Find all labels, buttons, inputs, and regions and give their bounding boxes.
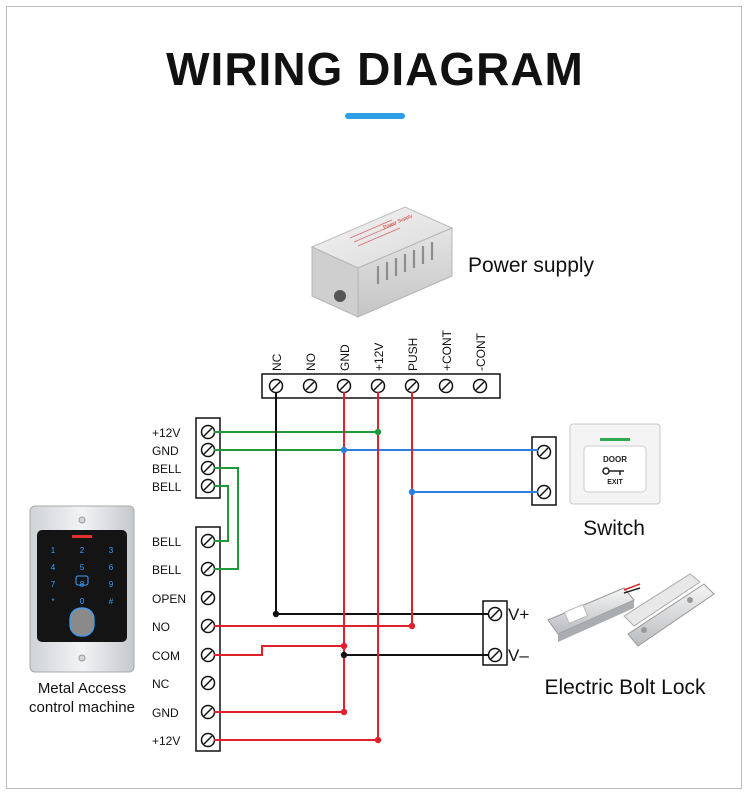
ctrl-upper-gnd: GND [152, 444, 179, 458]
wire-red-push-no [214, 392, 413, 627]
title-underline [345, 113, 405, 119]
switch-label: Switch [583, 517, 645, 540]
key-star: * [51, 597, 54, 606]
fingerprint-sensor [69, 607, 95, 637]
ctrl-lower-12v: +12V [152, 734, 180, 748]
ps-terminal-cont-minus: -CONT [474, 332, 488, 371]
ps-terminal-cont-plus: +CONT [440, 329, 454, 371]
ctrl-lower-nc: NC [152, 677, 170, 691]
key-5: 5 [80, 563, 85, 572]
power-supply-image: Power Supply [310, 206, 454, 318]
lock-terminal-vminus: V– [508, 646, 529, 665]
switch-terminal-block [531, 436, 557, 506]
ctrl-upper-bell-1: BELL [152, 462, 182, 476]
exit-switch-image: DOOR EXIT [569, 423, 661, 505]
lock-label: Electric Bolt Lock [544, 676, 706, 699]
lock-terminal-vplus: V+ [508, 605, 529, 624]
ctrl-upper-12v: +12V [152, 426, 180, 440]
key-9: 9 [109, 580, 114, 589]
page-title: WIRING DIAGRAM [166, 43, 584, 95]
access-controller-image: 1 2 3 4 5 6 7 8 9 * # 0 [29, 505, 135, 673]
key-icon [602, 467, 624, 475]
power-supply-terminal-block [261, 373, 501, 399]
ctrl-lower-gnd: GND [152, 706, 179, 720]
ctrl-upper-bell-2: BELL [152, 480, 182, 494]
ctrl-lower-bell-2: BELL [152, 563, 182, 577]
key-7: 7 [51, 580, 56, 589]
ps-terminal-12v: +12V [372, 343, 386, 371]
key-2: 2 [80, 546, 85, 555]
exit-switch-exit-text: EXIT [607, 479, 623, 486]
wires [214, 392, 538, 741]
controller-lower-terminal-block [195, 526, 221, 752]
wire-junctions [272, 428, 416, 744]
ctrl-lower-no: NO [152, 620, 170, 634]
wire-red-com [214, 645, 344, 656]
key-hash: # [109, 597, 114, 606]
ps-terminal-gnd: GND [338, 344, 352, 371]
key-6: 6 [109, 563, 114, 572]
ctrl-lower-open: OPEN [152, 592, 186, 606]
controller-label-line1: Metal Access [38, 680, 126, 697]
wire-red-gnd [214, 392, 345, 713]
magnetic-lock-image [547, 573, 715, 647]
exit-switch-door-text: DOOR [603, 455, 627, 464]
ctrl-lower-com: COM [152, 649, 180, 663]
power-supply-label: Power supply [468, 254, 595, 277]
key-1: 1 [51, 546, 56, 555]
ctrl-lower-bell-1: BELL [152, 535, 182, 549]
key-0: 0 [80, 597, 85, 606]
diagram-frame [6, 6, 742, 789]
key-4: 4 [51, 563, 56, 572]
ps-terminal-push: PUSH [406, 338, 420, 371]
wire-green-bell-a [214, 467, 239, 570]
ps-terminal-nc: NC [270, 353, 284, 371]
controller-label-line2: control machine [29, 699, 135, 716]
ps-terminal-no: NO [304, 353, 318, 371]
wire-green-bell-b [214, 485, 229, 542]
wire-black-nc-vplus [275, 392, 489, 615]
key-3: 3 [109, 546, 114, 555]
